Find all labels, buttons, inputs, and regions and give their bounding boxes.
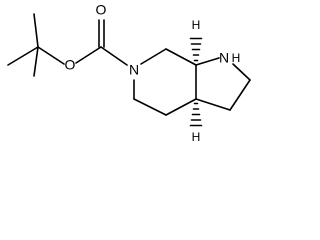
stereo-hydrogen-top-label: H	[192, 18, 201, 32]
bond-tbu-methyl-left	[7, 46, 39, 66]
bond-nh-to-c2	[232, 63, 251, 81]
pyrrolidine-ring	[195, 57, 251, 111]
stereo-hash-bond-bottom	[189, 102, 203, 127]
bond-c7a-to-nh	[195, 57, 220, 66]
bond-c4-to-c5	[133, 98, 167, 116]
bond-tbu-to-ester-oxygen	[37, 46, 65, 65]
bond-c3a-to-c4	[165, 98, 197, 116]
bond-c7-to-c7a	[165, 48, 197, 66]
piperidine-ring	[133, 48, 197, 116]
carbamate-group	[75, 19, 128, 66]
ring-nitrogen-pyrrolidine-label: N	[219, 50, 229, 66]
carbonyl-oxygen-label: O	[96, 2, 107, 18]
bond-ester-oxygen-to-carbonyl-carbon	[75, 46, 102, 64]
ring-nitrogen-boc-label: N	[129, 62, 139, 78]
stereo-hash-bond-top	[189, 37, 203, 62]
ester-oxygen-label: O	[65, 57, 76, 73]
bond-ring-n-to-c7	[140, 48, 167, 65]
nh-hydrogen-label: H	[232, 51, 241, 65]
bond-carbonyl-carbon-to-ring-nitrogen	[100, 46, 128, 66]
bond-tbu-methyl-top	[33, 13, 39, 48]
bond-c2-to-c3	[229, 79, 251, 111]
tert-butyl-group	[7, 13, 65, 77]
bond-c3-to-c3a	[195, 98, 231, 111]
bond-tbu-methyl-bottom	[33, 46, 39, 77]
stereo-hydrogen-bottom-label: H	[192, 130, 201, 144]
chemical-structure-diagram: O O N N H H H	[7, 2, 251, 144]
